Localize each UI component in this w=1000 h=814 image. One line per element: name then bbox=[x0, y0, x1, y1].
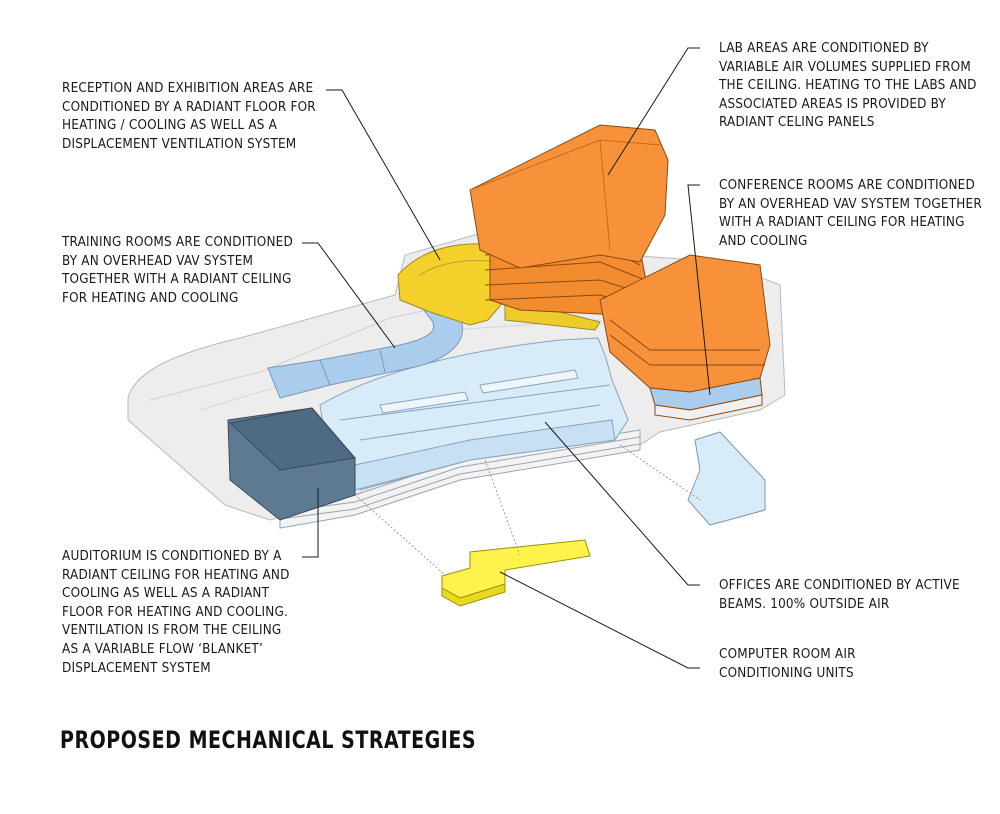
offices-block bbox=[319, 337, 629, 491]
page-title: PROPOSED MECHANICAL STRATEGIES bbox=[60, 726, 477, 754]
offices-annotation: OFFICES ARE CONDITIONED BY ACTIVE BEAMS.… bbox=[719, 578, 960, 612]
conference-annotation: CONFERENCE ROOMS ARE CONDITIONED BY AN O… bbox=[719, 178, 982, 249]
lab-tower-block bbox=[469, 124, 669, 316]
auditorium-annotation: AUDITORIUM IS CONDITIONED BY A RADIANT C… bbox=[62, 549, 290, 676]
computer-room-units bbox=[441, 539, 591, 607]
lab-annotation: LAB AREAS ARE CONDITIONED BY VARIABLE AI… bbox=[719, 41, 977, 131]
detached-block bbox=[687, 431, 766, 526]
computer-room-annotation: COMPUTER ROOM AIR CONDITIONING UNITS bbox=[719, 647, 856, 681]
auditorium-block bbox=[227, 407, 356, 521]
conference-rooms-block bbox=[599, 254, 771, 421]
explosion-lines bbox=[354, 444, 701, 576]
reception-annotation: RECEPTION AND EXHIBITION AREAS ARE CONDI… bbox=[62, 81, 316, 152]
leader-lines bbox=[302, 47, 711, 669]
training-annotation: TRAINING ROOMS ARE CONDITIONED BY AN OVE… bbox=[62, 235, 293, 306]
